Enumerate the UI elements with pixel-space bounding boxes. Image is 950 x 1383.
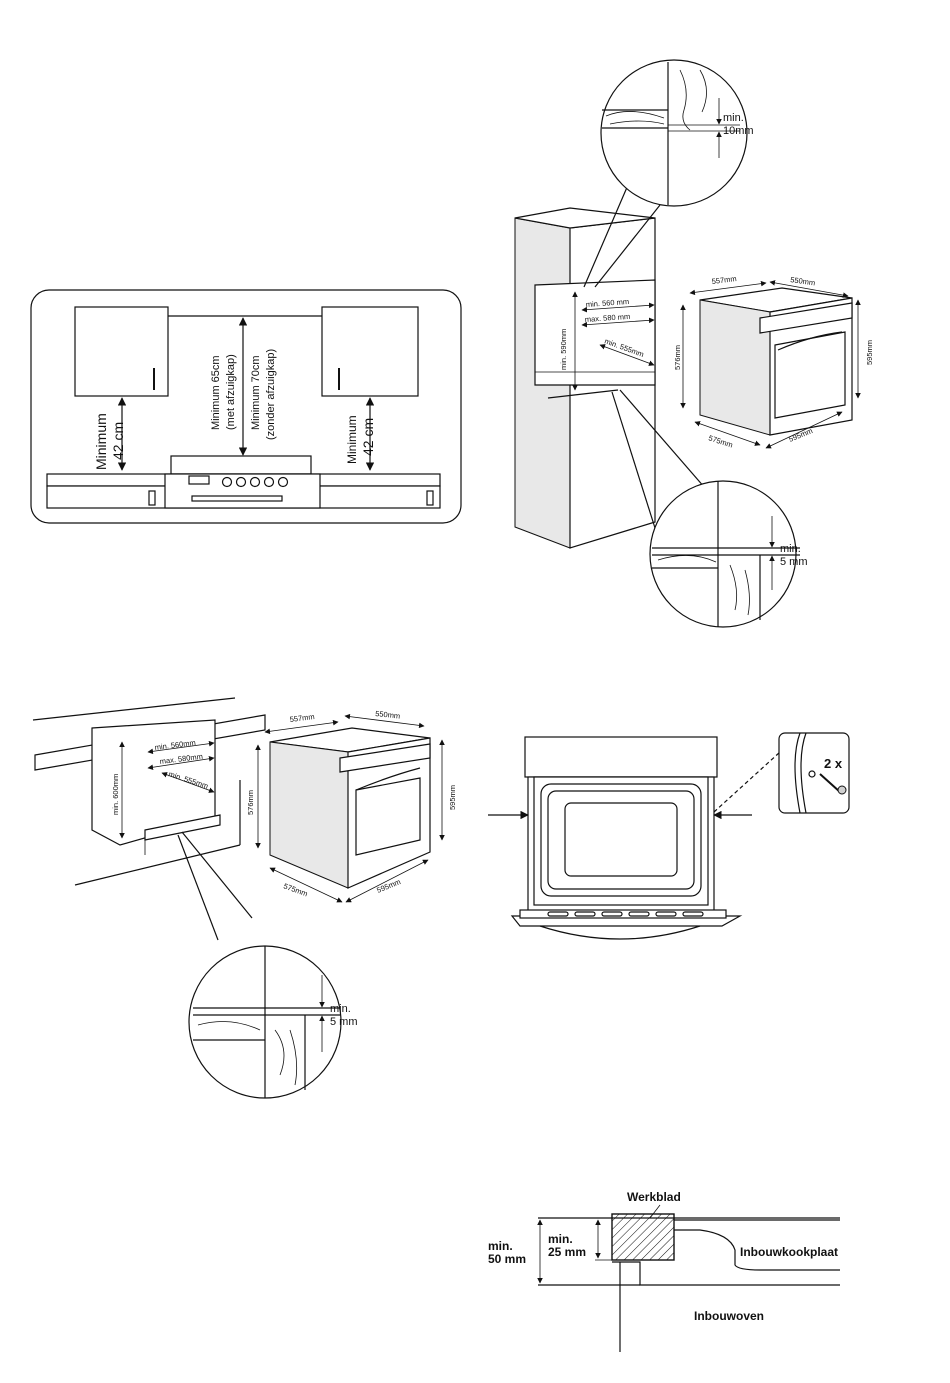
screw-count: 2 x <box>824 756 843 771</box>
tc-oven-bottom-depth: 575mm <box>707 433 734 449</box>
cabinet-top <box>514 207 656 229</box>
section-clearance-diagram: Werkblad Inbouwkookplaat Inbouwoven min.… <box>488 1190 840 1352</box>
under-counter-diagram: min. 600mm min. 560mm max. 580mm min. 55… <box>32 697 457 1099</box>
cabinet-top-panel <box>524 736 718 778</box>
oven-knobs <box>221 476 289 488</box>
left-val-label: 42 cm <box>110 422 126 460</box>
section-min-b: min. <box>548 1232 573 1246</box>
oven-under-hob <box>164 473 321 509</box>
oven-outline <box>612 1261 840 1352</box>
section-val-b: 25 mm <box>548 1245 586 1259</box>
tc-open-min-width: min. 560 mm <box>586 297 630 309</box>
screw-icon <box>819 773 841 793</box>
uc-oven-top-depth: 557mm <box>289 712 315 724</box>
uc-oven-bottom-depth: 575mm <box>282 881 309 898</box>
tall-cabinet-diagram: min. 560 mm max. 580 mm min. 555mm min. … <box>514 59 874 628</box>
uc-oven <box>269 727 431 889</box>
tc-oven-top-depth: 557mm <box>711 274 737 286</box>
uc-oven-total-height: 595mm <box>448 785 457 810</box>
uc-open-height: min. 600mm <box>111 774 120 815</box>
worktop-label: Werkblad <box>627 1190 681 1204</box>
tc-oven-total-height: 595mm <box>865 340 874 365</box>
wall-cabinet-left <box>74 306 169 397</box>
left-min-label: Minimum <box>93 413 109 470</box>
top-detail-min: min. <box>723 112 744 124</box>
bottom-detail-circle <box>649 480 797 628</box>
counter-handle-left <box>148 490 156 506</box>
counter-handle-right <box>426 490 434 506</box>
bottom-detail-val: 5 mm <box>780 556 808 568</box>
tc-oven-front-height: 576mm <box>673 345 682 370</box>
hood-65-line1: Minimum 65cm <box>210 355 222 430</box>
screw-hole <box>808 770 816 778</box>
oven-display <box>188 475 210 485</box>
worktop-section <box>611 1213 675 1261</box>
right-min-label: Minimum <box>345 415 359 464</box>
tc-open-max-width: max. 580 mm <box>585 312 631 324</box>
oven-window <box>564 802 678 877</box>
wall-cabinet-right <box>321 306 419 397</box>
tc-oven <box>699 287 853 436</box>
uc-detail-val: 5 mm <box>330 1016 358 1028</box>
uc-oven-top-width: 550mm <box>375 709 401 721</box>
uc-detail-min: min. <box>330 1003 351 1015</box>
vent-slots <box>547 911 704 917</box>
hood-clearance-diagram: Minimum 42 cm Minimum 42 cm Minimum 65cm… <box>30 289 462 524</box>
hob-outline <box>674 1219 840 1271</box>
oven-label: Inbouwoven <box>694 1309 764 1323</box>
bottom-detail-min: min. <box>780 543 801 555</box>
cabinet-opening <box>534 279 656 386</box>
section-min-a: min. <box>488 1239 513 1253</box>
oven-door-handle <box>191 495 283 502</box>
hood-70-line1: Minimum 70cm <box>250 355 262 430</box>
top-detail-val: 10mm <box>723 125 754 137</box>
tc-oven-top-width: 550mm <box>790 275 816 287</box>
top-detail-circle <box>600 59 748 207</box>
opening-shelf <box>547 389 619 399</box>
tc-open-height: min. 590mm <box>559 329 568 370</box>
uc-oven-front-height: 576mm <box>246 790 255 815</box>
cavity-shelf <box>144 814 221 841</box>
hob-top <box>170 455 312 475</box>
diagram-frame <box>30 289 462 524</box>
section-val-a: 50 mm <box>488 1252 526 1266</box>
hood-65-line2: (met afzuigkap) <box>225 354 237 430</box>
screw-fixing-diagram: 2 x <box>488 732 850 940</box>
screw-callout-box <box>778 732 850 814</box>
hob-label: Inbouwkookplaat <box>740 1245 838 1259</box>
hood-70-line2: (zonder afzuigkap) <box>265 349 277 440</box>
oven-handle-curve <box>539 925 701 940</box>
right-val-label: 42 cm <box>360 418 376 456</box>
oven-door-glass-outer <box>540 783 702 897</box>
